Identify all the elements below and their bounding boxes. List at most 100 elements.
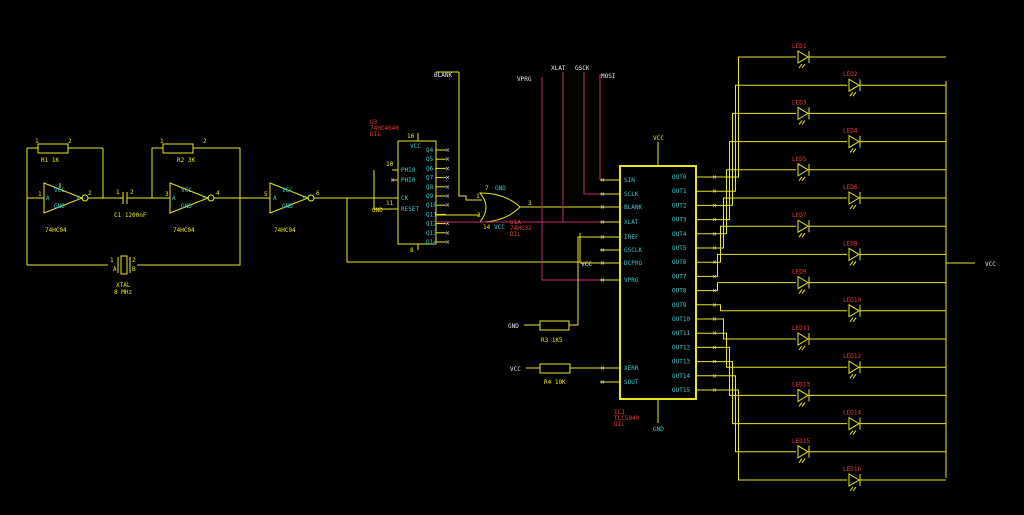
svg-text:GND: GND <box>282 203 293 210</box>
no-connect-mark: × <box>600 191 605 198</box>
ic1-out-pin-label: OUT9 <box>672 302 687 309</box>
ic1-left-pin-label: XERR <box>624 365 639 372</box>
ic1-left-pin-label: DCPRG <box>624 260 642 267</box>
led-16: LED16 <box>716 389 946 492</box>
r4-vcc-label: VCC <box>510 366 521 373</box>
led-15: LED15 <box>716 375 946 464</box>
ic1-out-pin-label: OUT11 <box>672 330 690 337</box>
svg-text:Y: Y <box>302 195 306 202</box>
mosi-signal-label: MOSI <box>601 73 616 80</box>
led-13: LED13 <box>716 346 946 407</box>
u3-left-pin-label: RESET <box>401 206 419 213</box>
resistor-r3: GND R3 1K5 <box>508 236 600 344</box>
svg-text:VCC: VCC <box>282 187 293 194</box>
ic1-out-pin-label: OUT3 <box>672 217 687 224</box>
no-connect-mark: × <box>712 273 717 280</box>
svg-text:4: 4 <box>216 190 220 197</box>
svg-text:GND: GND <box>181 203 192 210</box>
dcprg-vcc-label: VCC <box>581 261 592 268</box>
svg-text:6: 6 <box>316 190 320 197</box>
led-5: LED5 <box>716 156 946 235</box>
u1-part: 74HC32 <box>510 225 532 232</box>
xlat-signal-label: XLAT <box>551 65 566 72</box>
no-connect-mark: × <box>712 387 717 394</box>
inv-b-part: 74HC04 <box>173 227 195 234</box>
svg-text:A: A <box>172 195 176 202</box>
blank-signal-label: BLANK <box>434 72 452 79</box>
no-connect-mark: × <box>712 302 717 309</box>
counter-u3: U3 74HC4040 DIL 16 VCC 8 Q4×Q5×Q6×Q7×Q8×… <box>370 119 450 254</box>
no-connect-mark: × <box>712 217 717 224</box>
svg-text:11: 11 <box>386 200 394 207</box>
u3-left-pin-label: CK <box>401 195 409 202</box>
svg-text:2: 2 <box>130 189 134 196</box>
svg-text:3: 3 <box>165 191 169 198</box>
svg-text:16: 16 <box>407 133 415 140</box>
no-connect-mark: × <box>445 165 450 172</box>
u3-pkg: DIL <box>370 131 381 138</box>
u3-pin-label: Q13 <box>426 230 437 237</box>
u3-pin-label: Q4 <box>426 147 434 154</box>
led-label: LED5 <box>792 156 807 163</box>
no-connect-mark: × <box>712 245 717 252</box>
ic1-out-pin-label: OUT1 <box>672 188 687 195</box>
no-connect-mark: × <box>600 177 605 184</box>
led-label: LED6 <box>843 184 858 191</box>
u3-pin-label: Q10 <box>426 202 437 209</box>
u3-pin-label: Q14 <box>426 239 437 246</box>
u3-pin-label: Q8 <box>426 184 434 191</box>
led-label: LED15 <box>792 438 810 445</box>
svg-text:VCC: VCC <box>410 143 421 150</box>
ic1-part: TLC5940 <box>614 415 640 422</box>
svg-text:Y: Y <box>76 195 80 202</box>
driver-ic1: VCC GND IC1 TLC5940 DIL SIN×SCLK×BLANK×X… <box>600 135 717 433</box>
u3-pin-label: Q6 <box>426 165 434 172</box>
led-label: LED7 <box>792 212 807 219</box>
no-connect-mark: × <box>600 234 605 241</box>
u3-gnd-label: GND <box>372 207 383 214</box>
led-label: LED12 <box>843 353 861 360</box>
ic1-left-pin-label: XLAT <box>624 219 639 226</box>
ic1-out-pin-label: OUT0 <box>672 174 687 181</box>
svg-text:10: 10 <box>386 161 394 168</box>
led-10: LED10 <box>716 297 946 323</box>
u3-part: 74HC4040 <box>370 125 399 132</box>
ic1-left-pin-label: SOUT <box>624 379 639 386</box>
no-connect-mark: × <box>445 175 450 182</box>
svg-text:Y: Y <box>202 195 206 202</box>
led-label: LED8 <box>843 240 858 247</box>
ic1-left-pin-label: SCLK <box>624 191 639 198</box>
ic1-vcc-label: VCC <box>653 135 664 142</box>
no-connect-mark: × <box>445 239 450 246</box>
no-connect-mark: × <box>445 230 450 237</box>
svg-text:7: 7 <box>485 185 489 192</box>
no-connect-mark: × <box>600 379 605 386</box>
ic1-left-pin-label: GSCLK <box>624 247 642 254</box>
svg-text:GND: GND <box>495 185 506 192</box>
gsck-signal-label: GSCK <box>575 65 590 72</box>
ic1-left-pin-label: SIN <box>624 177 635 184</box>
led-label: LED16 <box>843 466 861 473</box>
no-connect-mark: × <box>445 193 450 200</box>
ic1-out-pin-label: OUT13 <box>672 359 690 366</box>
no-connect-mark: × <box>445 156 450 163</box>
svg-text:1: 1 <box>35 138 39 145</box>
led-14: LED14 <box>716 361 946 435</box>
led-label: LED9 <box>792 269 807 276</box>
control-signals: BLANK VPRG XLAT GSCK MOSI <box>434 65 616 281</box>
led-array: LED1LED2LED3LED4LED5LED6LED7LED8LED9LED1… <box>716 43 946 492</box>
no-connect-mark: × <box>712 259 717 266</box>
c1-label: C1 1200nF <box>114 212 147 219</box>
svg-text:A: A <box>273 195 277 202</box>
inv-c-part: 74HC04 <box>274 227 296 234</box>
u3-pin-label: Q9 <box>426 193 434 200</box>
xtal-freq: 8 MHz <box>114 289 132 296</box>
ic1-out-pin-label: OUT14 <box>672 373 690 380</box>
u1-pkg: DIL <box>510 231 521 238</box>
ic1-left-pin-label: IREF <box>624 234 639 241</box>
ic1-name: IC1 <box>614 409 625 416</box>
